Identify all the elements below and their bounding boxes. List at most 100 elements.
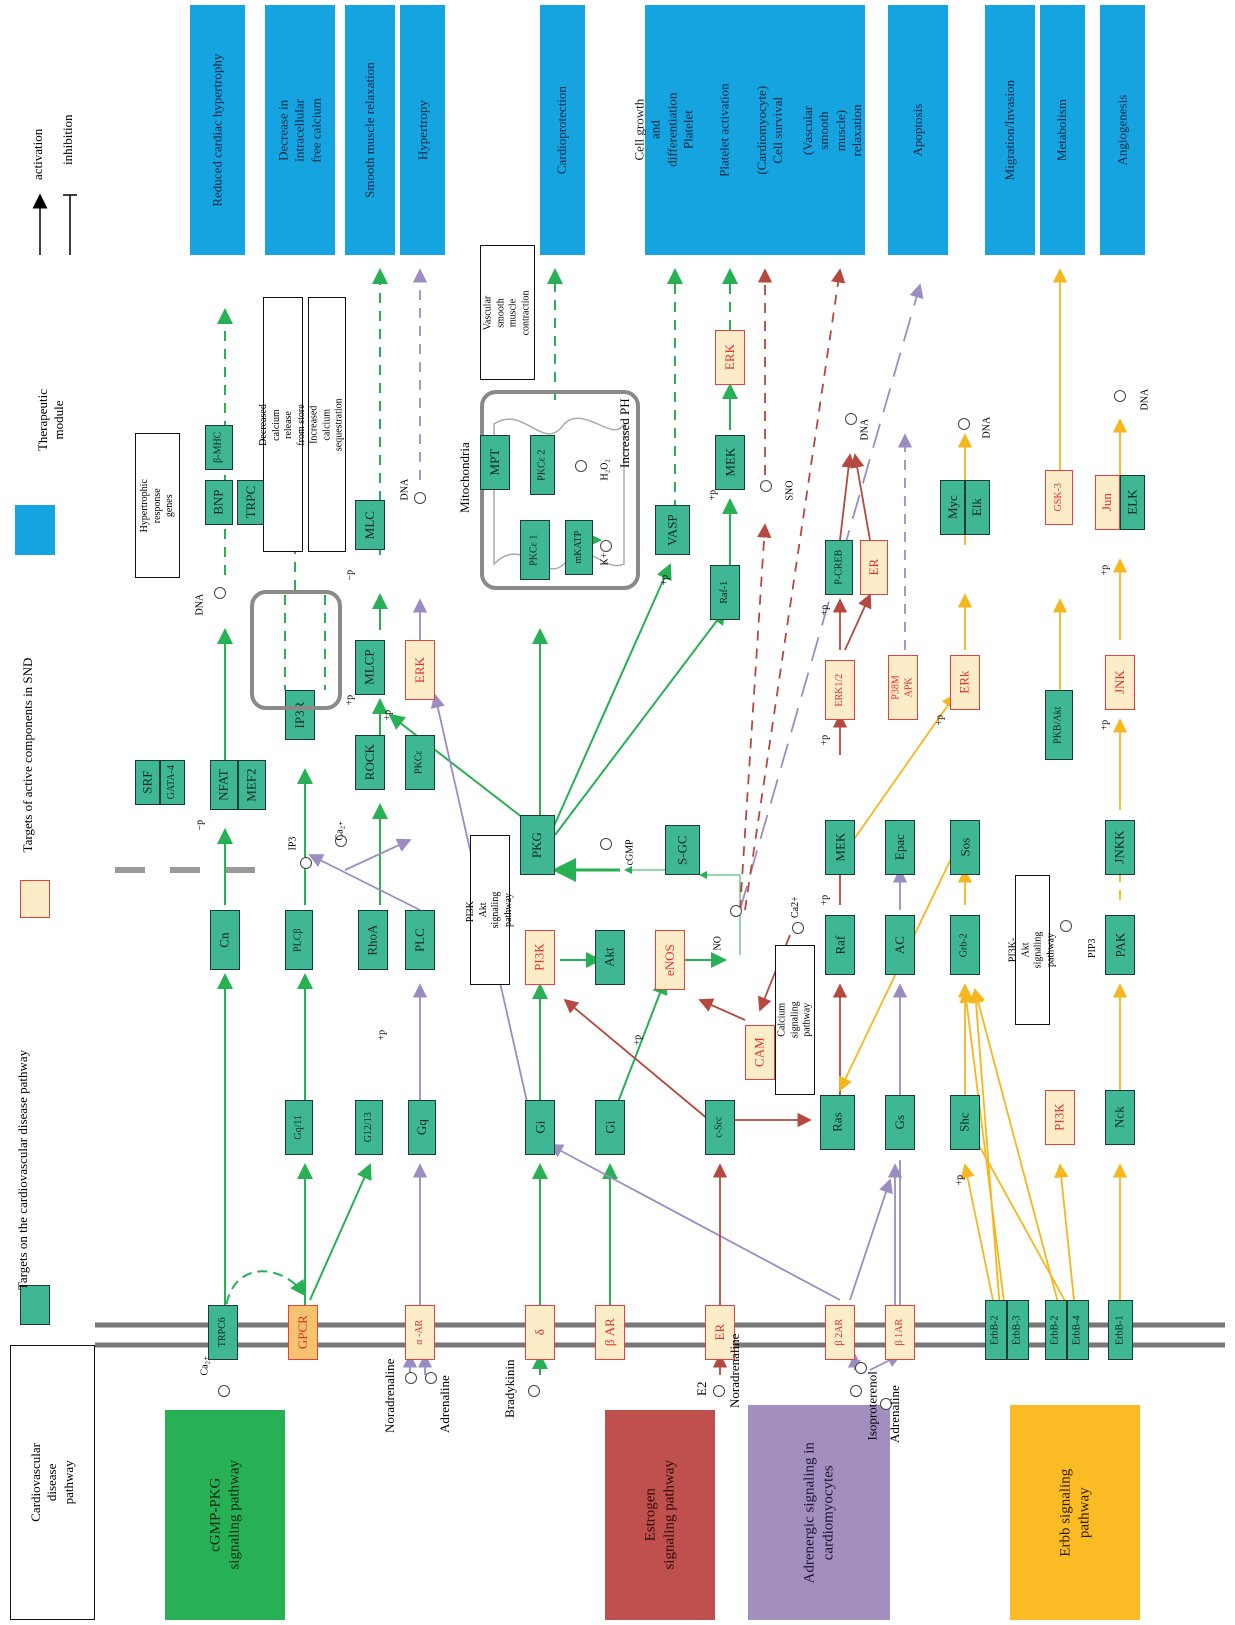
node-erbb2a: ErbB-2 [985,1300,1007,1360]
node-jnk: JNK [1105,655,1135,710]
outcome-smooth-relax: Smooth muscle relaxation [345,5,395,255]
node-elk-2: ELK [1120,475,1145,530]
dna-circle [414,492,426,504]
pip3-circle [1060,920,1072,932]
node-erbb2b: ErbB-2 [1045,1300,1067,1360]
node-trpc: TRPC [237,480,265,525]
phospho-label: +p [820,886,831,906]
mitochondria-label: Mitochondria [457,423,473,513]
node-raf: Raf [825,915,855,975]
phospho-label: +p [633,1026,644,1046]
node-erk-small: ERk [950,655,980,710]
ca2-label: Ca₂₊ [335,811,346,841]
node-mek2: MEK [715,435,745,490]
node-epac: Epac [885,820,915,875]
ligand-noradrenaline-2: Noradrenaline [727,1318,743,1408]
node-pcreb: P-CREB [825,540,853,595]
node-ac: AC [885,915,915,975]
node-er-2: ER [860,540,888,595]
node-jnkk: JNKK [1105,820,1135,875]
outcome-metabolism: Metabolism [1040,5,1085,255]
ligand-adrenaline-2: Adrenaline [887,1373,903,1443]
node-trpc6: TRPC6 [208,1305,238,1360]
node-mkatp: mKATP [565,520,593,575]
phospho-label: +p [820,726,831,746]
dna-circle [214,587,226,599]
cgmp-circle [600,838,612,850]
dna-label-3: DNA [860,411,871,441]
outcome-angiogenesis: Angiogenesis [1100,5,1145,255]
node-plcb: PLCβ [285,910,313,970]
dna-label-1: DNA [195,586,206,616]
phospho-label: +p [1100,711,1111,731]
node-srf: SRF [135,760,160,805]
phospho-label: +p [345,686,356,706]
phospho-label: −p [195,811,206,831]
no-label: NO [713,931,724,951]
outcome-vascular-relax: (Vascular smooth muscle) relaxation [800,5,865,255]
node-akt: Akt [595,930,625,985]
ligand-circle [425,1372,437,1384]
node-erbb1: ErbB-1 [1108,1300,1133,1360]
legend-teal-label: Targets on the cardiovascular disease pa… [15,1030,55,1310]
ligand-circle [405,1372,417,1384]
pathway-estrogen-label: Estrogen signaling pathway [641,1460,679,1570]
node-mlcp: MLCP [355,640,385,695]
node-beta-ar: β AR [595,1305,625,1360]
mitochondria-cristae [484,394,636,586]
node-mpt: MPT [480,435,510,490]
mitochondria-box [480,390,640,590]
node-mek: MEK [825,820,855,875]
legend-blue-swatch [15,505,55,555]
node-gq11: Gq/11 [285,1100,313,1155]
sno-circle [760,480,772,492]
dna-label-4: DNA [982,409,993,439]
node-sgc: S-GC [665,825,700,875]
node-grb2: Grb-2 [950,915,980,975]
legend-blue-label: Therapeutic module [35,370,75,470]
node-gq: Gq [408,1100,436,1155]
node-csrc: c-Src [705,1100,735,1155]
node-mlc: MLC [355,500,385,550]
node-cn: Cn [210,910,240,970]
sno-label: SNO [785,471,796,501]
ip3-label: IP3 [288,821,299,851]
node-beta1ar: β 1AR [885,1305,915,1360]
no-circle [730,905,742,917]
annot-pi3k-akt-1: PI3K-Akt signaling pathway [470,835,510,985]
outcome-cell-growth: Cell growth and differentiation Platelet… [645,5,700,255]
dna-label-2: DNA [400,471,411,501]
outcome-reduced-hypertrophy: Reduced cardiac hypertrophy [190,5,245,255]
phospho-label: +p [1100,556,1111,576]
dna-label-5: DNA [1140,381,1151,411]
phospho-label: +p [955,1166,966,1186]
pathway-adrenergic-label: Adrenergic signaling in cardiomyocytes [800,1442,838,1584]
annot-vascular-contraction: Vascular smooth muscle contraction [480,245,535,380]
dna-circle [1114,390,1126,402]
h2o2-circle [575,460,587,472]
node-sos: Sos [950,820,980,875]
node-pkce2: PKCε 2 [530,435,555,495]
node-pkg: PKG [520,815,555,875]
node-pkce: PKCε [405,735,435,790]
legend-pathway-swatch: Cardiovascular disease pathway [10,1345,95,1620]
node-vasp: VASP [655,505,690,555]
legend-inhibition-label: inhibition [60,75,80,165]
phospho-label: +p [935,706,946,726]
phospho-label: +p [383,701,394,721]
outcome-cell-survival: (Cardiomyocyte) Cell survival [740,5,800,255]
h2o2-label: H₂O₂ [600,441,611,481]
ligand-circle [850,1385,862,1397]
outcome-apoptosis: Apoptosis [888,5,948,255]
dna-circle [845,413,857,425]
ligand-adrenaline-1: Adrenaline [437,1363,453,1433]
node-elk: Elk [965,480,990,535]
legend-activation-label: activation [30,90,50,180]
ligand-e2: E2 [694,1376,710,1396]
ca2plus-label: Ca2+ [790,883,801,918]
pathway-cgmp-label: cGMP-PKG signaling pathway [206,1455,244,1575]
node-shc: Shc [950,1095,980,1150]
node-nfat: NFAT [210,760,238,810]
annot-pi3k-akt-2: PI3K-Akt signaling pathway [1015,875,1050,1025]
phospho-label: +p [820,596,831,616]
